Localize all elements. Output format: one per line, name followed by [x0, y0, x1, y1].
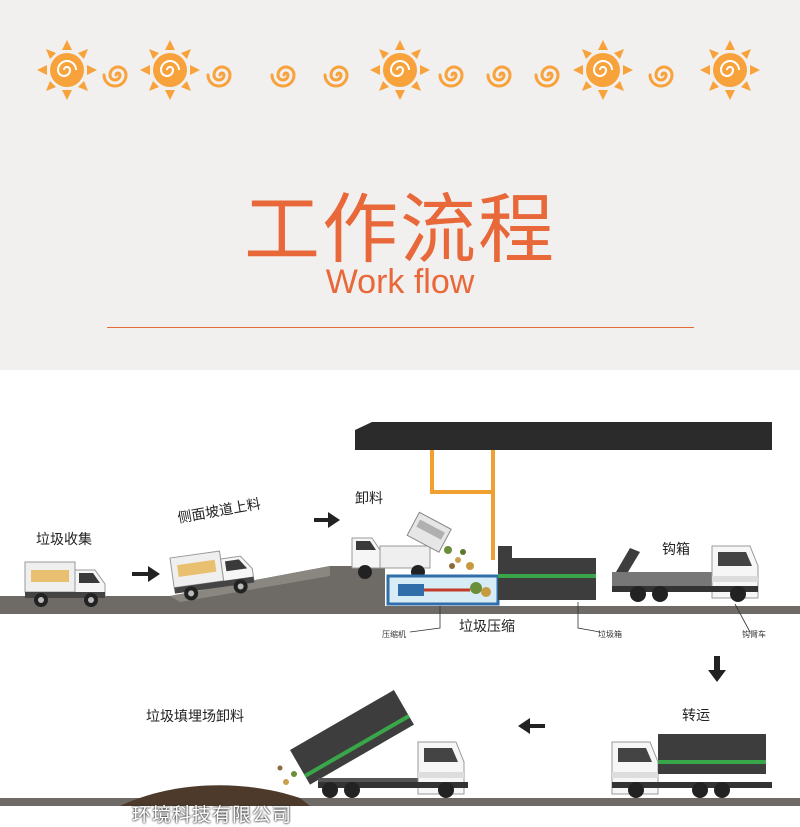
label-collect: 垃圾收集 [36, 532, 92, 548]
swirl-icon [486, 65, 512, 88]
swirl-icon [534, 65, 560, 88]
unloading-truck [351, 511, 452, 579]
workflow-diagram [0, 422, 800, 806]
sun-icon [36, 39, 98, 101]
sun-icon [139, 39, 201, 101]
arrow-left-icon [518, 718, 545, 734]
label-transfer: 转运 [682, 708, 710, 724]
title-divider [107, 327, 694, 328]
label-compress: 垃圾压缩 [459, 619, 515, 635]
watermark: 环境科技有限公司 [132, 804, 293, 826]
arrow-down-icon [708, 656, 726, 682]
swirl-icon [648, 65, 674, 88]
canopy-roof [355, 422, 772, 450]
hook-arm-truck [612, 545, 759, 602]
pipe [430, 450, 495, 560]
label-garbage-box: 垃圾箱 [598, 630, 622, 639]
swirl-icon [270, 65, 296, 88]
sun-icon [699, 39, 761, 101]
label-compressor: 压缩机 [382, 630, 406, 639]
swirl-icon [206, 65, 232, 88]
label-unload: 卸料 [355, 491, 383, 507]
transfer-truck [611, 734, 772, 798]
arrow-right-icon [314, 512, 340, 528]
swirl-icon [438, 65, 464, 88]
page-title: 工作流程 [244, 185, 556, 274]
garbage-container [498, 546, 596, 600]
header-banner: 工作流程 Work flow [0, 0, 800, 370]
landfill-heap [120, 785, 310, 806]
sun-icon [572, 39, 634, 101]
label-hook-box: 钩箱 [662, 542, 690, 558]
decor-row [36, 39, 761, 101]
swirl-icon [102, 65, 128, 88]
swirl-icon [323, 65, 349, 88]
sun-icon [369, 39, 431, 101]
garbage-particles [444, 546, 474, 570]
label-landfill: 垃圾填埋场卸料 [146, 709, 244, 725]
ground-upper [0, 566, 800, 614]
dumping-truck [290, 690, 468, 798]
arrow-right-icon [132, 566, 160, 582]
ground-lower [0, 798, 800, 806]
label-hook-arm-truck: 钩臂车 [742, 630, 766, 639]
page-subtitle: Work flow [325, 263, 475, 301]
